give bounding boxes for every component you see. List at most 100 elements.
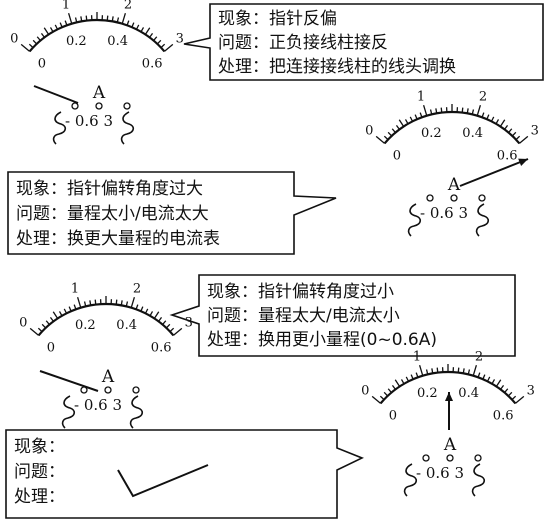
callout-4-line-2: 问题： bbox=[14, 462, 65, 482]
needle bbox=[39, 370, 99, 392]
scale-tick bbox=[491, 379, 496, 385]
upper-scale-label: 1 bbox=[62, 0, 70, 13]
scale-tick bbox=[395, 125, 400, 130]
scale-tick bbox=[45, 320, 50, 326]
lower-scale-label: 0 bbox=[47, 341, 55, 356]
scale-tick bbox=[121, 12, 127, 24]
scale-tick bbox=[131, 22, 135, 28]
scale-tick bbox=[398, 119, 405, 127]
terminal-post bbox=[474, 454, 482, 462]
scale-tick bbox=[414, 114, 418, 120]
lower-scale-label: 0.2 bbox=[421, 126, 442, 141]
scale-tick bbox=[429, 109, 433, 115]
upper-scale-label: 0 bbox=[10, 32, 18, 47]
callout-3-line-2: 问题：量程太大/电流太小 bbox=[207, 306, 400, 326]
scale-tick bbox=[375, 135, 386, 144]
scale-tick bbox=[515, 135, 521, 141]
scale-tick bbox=[462, 368, 465, 374]
needle-arrowhead bbox=[445, 392, 453, 401]
scale-tick bbox=[94, 299, 97, 305]
scale-tick bbox=[486, 114, 490, 120]
scale-tick bbox=[49, 27, 54, 33]
scale-tick bbox=[431, 368, 434, 374]
ammeter-symbol: A bbox=[447, 175, 461, 195]
upper-scale-label: 2 bbox=[479, 90, 487, 105]
scale-tick bbox=[504, 125, 509, 130]
upper-scale-label: 1 bbox=[71, 282, 79, 297]
scale-tick bbox=[59, 22, 63, 28]
scale-tick bbox=[37, 327, 43, 333]
upper-scale-label: 3 bbox=[185, 316, 193, 331]
terminal-post bbox=[80, 386, 88, 394]
scale-tick bbox=[32, 39, 38, 45]
scale-tick bbox=[410, 374, 414, 380]
scale-tick bbox=[163, 43, 174, 52]
upper-scale-label: 0 bbox=[365, 124, 373, 139]
callout-box-1: 现象：指针反偏 问题：正负接线柱接反 处理：把连接接线柱的线头调换 bbox=[183, 3, 544, 81]
terminal-labels: - 0.6 3 bbox=[65, 112, 113, 130]
lower-scale-label: 0.6 bbox=[497, 149, 518, 164]
scale-tick bbox=[144, 308, 149, 314]
scale-tick bbox=[76, 296, 82, 308]
callout-box-3: 现象：指针偏转角度过小 问题：量程太大/电流太小 处理：换用更小量程(0~0.6… bbox=[169, 274, 516, 357]
scale-tick bbox=[74, 17, 78, 23]
scale-tick bbox=[383, 135, 389, 141]
scale-tick bbox=[511, 395, 517, 401]
scale-tick bbox=[500, 385, 505, 390]
callout-box-2: 现象：指针偏转角度过大 问题：量程太小/电流太大 处理：换更大量程的电流表 bbox=[7, 171, 337, 255]
scale-tick bbox=[85, 15, 88, 21]
scale-tick bbox=[115, 299, 118, 305]
lower-scale-label: 0.2 bbox=[75, 318, 96, 333]
terminal-labels: - 0.6 3 bbox=[416, 464, 464, 482]
scale-tick bbox=[476, 104, 482, 116]
scale-tick bbox=[125, 301, 129, 307]
terminal-post bbox=[450, 194, 458, 202]
lead-wire bbox=[129, 395, 144, 429]
scale-tick bbox=[394, 379, 401, 387]
scale-tick bbox=[68, 306, 72, 312]
scale-tick bbox=[422, 104, 428, 116]
scale-tick bbox=[518, 135, 529, 144]
scale-tick bbox=[162, 320, 167, 326]
lead-wire bbox=[120, 111, 135, 145]
scale-tick bbox=[404, 119, 409, 125]
lower-scale-label: 0.4 bbox=[462, 126, 483, 141]
ammeter-symbol: A bbox=[443, 435, 457, 455]
scale-tick bbox=[135, 24, 140, 30]
scale-tick bbox=[67, 12, 73, 24]
terminal-post bbox=[422, 454, 430, 462]
callout-2-line-1: 现象：指针偏转角度过大 bbox=[16, 179, 203, 199]
scale-tick bbox=[435, 108, 438, 114]
scale-tick bbox=[41, 323, 47, 329]
scale-tick bbox=[471, 109, 475, 115]
scale-tick bbox=[504, 388, 509, 394]
scale-tick bbox=[387, 388, 392, 394]
scale-tick bbox=[64, 20, 68, 26]
scale-tick bbox=[472, 364, 478, 376]
upper-scale-label: 2 bbox=[475, 350, 483, 365]
scale-tick bbox=[165, 323, 171, 329]
scale-tick bbox=[43, 27, 50, 35]
callout-1-line-1: 现象：指针反偏 bbox=[218, 9, 337, 29]
scale-tick bbox=[371, 395, 382, 404]
callout-3-line-3: 处理：换用更小量程(0~0.6A) bbox=[207, 330, 437, 350]
scale-tick bbox=[140, 27, 145, 33]
ammeter-symbol: A bbox=[92, 83, 106, 103]
scale-tick bbox=[116, 17, 120, 23]
scale-tick bbox=[418, 364, 424, 376]
scale-tick bbox=[130, 296, 136, 308]
lower-scale-label: 0 bbox=[38, 57, 46, 72]
lead-wire bbox=[403, 463, 418, 497]
scale-tick bbox=[440, 107, 443, 113]
scale-tick bbox=[508, 128, 513, 134]
upper-scale-label: 0 bbox=[19, 316, 27, 331]
terminal-post bbox=[132, 386, 140, 394]
lower-scale-label: 0.4 bbox=[107, 34, 128, 49]
scale-tick bbox=[63, 308, 68, 314]
scale-tick bbox=[80, 16, 83, 22]
lead-wire bbox=[52, 111, 67, 145]
scale-tick bbox=[405, 376, 410, 382]
lead-wire bbox=[61, 395, 76, 429]
